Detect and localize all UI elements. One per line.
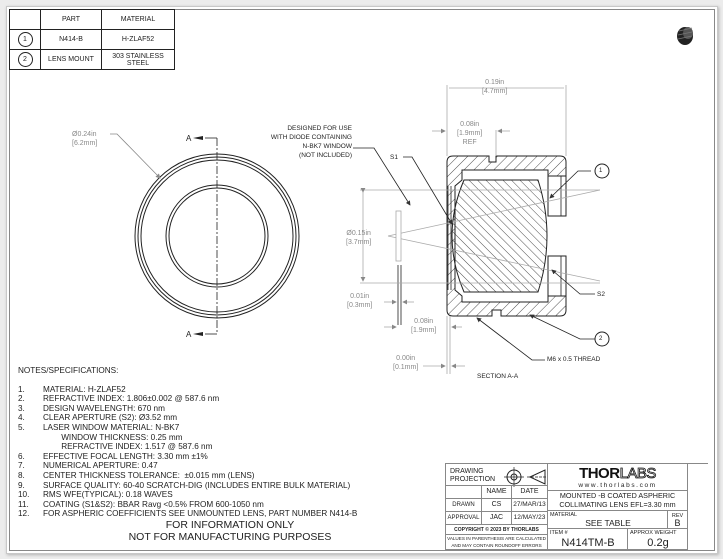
note-item: 6. EFFECTIVE FOCAL LENGTH: 3.30 mm ±1%	[18, 452, 357, 462]
note-number: 2.	[18, 394, 25, 404]
table-row: 1 N414-B H-ZLAF52	[9, 29, 175, 50]
section-title: SECTION A-A	[477, 373, 519, 380]
note-number	[18, 442, 43, 452]
window-dim: 0.01in [0.3mm]	[347, 293, 373, 309]
balloon-2: 2	[17, 52, 33, 67]
section-label-bottom: A	[186, 330, 192, 339]
note-number: 12.	[18, 509, 30, 519]
note-item: 7. NUMERICAL APERTURE: 0.47	[18, 461, 357, 471]
date-header: DATE	[512, 486, 548, 499]
note-item: REFRACTIVE INDEX: 1.517 @ 587.6 nm	[18, 442, 357, 452]
copyright: COPYRIGHT © 2023 BY THORLABS	[446, 525, 548, 535]
note-number: 6.	[18, 451, 25, 461]
drawing-frame	[9, 9, 715, 551]
part-material: 303 STAINLESS STEEL	[101, 49, 175, 70]
note-number: 8.	[18, 470, 25, 480]
note-number: 3.	[18, 403, 25, 413]
note-number: 5.	[18, 422, 25, 432]
note-text: SURFACE QUALITY: 60-40 SCRATCH-DIG (INCL…	[43, 480, 351, 490]
name-header: NAME	[482, 486, 512, 499]
part-name: LENS MOUNT	[40, 49, 102, 70]
title-block: DRAWING PROJECTION NAME DATE DRAWN CS 27…	[445, 463, 708, 550]
note-item: 5. LASER WINDOW MATERIAL: N-BK7	[18, 423, 357, 433]
note-text: CENTER THICKNESS TOLERANCE: ±0.015 mm (L…	[43, 470, 255, 480]
note-text: LASER WINDOW MATERIAL: N-BK7	[43, 422, 180, 432]
section-label-top: A	[186, 134, 192, 143]
balloon-1: 1	[17, 32, 33, 47]
gap-dim: 0.08in [1.9mm]	[411, 318, 437, 334]
note-text: CLEAR APERTURE (S2): Ø3.52 mm	[43, 413, 178, 423]
disclaimer: FOR INFORMATION ONLY NOT FOR MANUFACTURI…	[128, 519, 332, 543]
balloon-2-label: 2	[599, 336, 603, 342]
approval-name: JAC	[482, 512, 512, 525]
drawn-label: DRAWN	[446, 499, 482, 512]
section-view	[353, 85, 610, 374]
drawn-date: 27/MAR/13	[512, 499, 548, 512]
front-diameter-dim: Ø0.24in [6.2mm]	[72, 131, 98, 147]
note-item: 10. RMS WFE(TYPICAL): 0.18 WAVES	[18, 490, 357, 500]
table-row: 2 LENS MOUNT 303 STAINLESS STEEL	[9, 49, 175, 70]
note-text: WINDOW THICKNESS: 0.25 mm	[43, 432, 183, 442]
note-item: 9. SURFACE QUALITY: 60-40 SCRATCH-DIG (IN…	[18, 481, 357, 491]
note-item: 8. CENTER THICKNESS TOLERANCE: ±0.015 mm …	[18, 471, 357, 481]
note-number: 10.	[18, 490, 30, 500]
s2-label: S2	[597, 291, 605, 298]
note-item: 3. DESIGN WAVELENGTH: 670 nm	[18, 404, 357, 414]
note-text: COATING (S1&S2): BBAR Ravg <0.5% FROM 60…	[43, 499, 264, 509]
note-item: 2. REFRACTIVE INDEX: 1.806±0.002 @ 587.6 …	[18, 394, 357, 404]
projection-cell: DRAWING PROJECTION	[446, 464, 548, 486]
note-text: EFFECTIVE FOCAL LENGTH: 3.30 mm ±1%	[43, 451, 208, 461]
note-text: RMS WFE(TYPICAL): 0.18 WAVES	[43, 490, 173, 500]
logo-labs: LABS	[619, 465, 657, 483]
notes-list: 1. MATERIAL: H-ZLAF52 2. REFRACTIVE INDEX: …	[18, 385, 357, 519]
item-cell: ITEM # N414TM-B	[548, 529, 628, 550]
rev-cell: REV B	[668, 511, 688, 529]
note-item: 4. CLEAR APERTURE (S2): Ø3.52 mm	[18, 413, 357, 423]
balloon-1-label: 1	[599, 168, 603, 174]
notes-heading: NOTES/SPECIFICATIONS:	[18, 366, 119, 375]
note-number: 9.	[18, 480, 25, 490]
thread-label: M6 x 0.5 THREAD	[547, 356, 601, 363]
note-item: WINDOW THICKNESS: 0.25 mm	[18, 433, 357, 443]
section-balloon-1	[594, 163, 610, 179]
note-text: NUMERICAL APERTURE: 0.47	[43, 461, 158, 471]
section-balloon-2	[594, 331, 610, 347]
note-text: REFRACTIVE INDEX: 1.517 @ 587.6 nm	[43, 442, 213, 452]
note-text: REFRACTIVE INDEX: 1.806±0.002 @ 587.6 nm	[43, 394, 220, 404]
approval-date: 12/MAY/23	[512, 512, 548, 525]
drawn-name: CS	[482, 499, 512, 512]
notes-section: NOTES/SPECIFICATIONS: 1. MATERIAL: H-ZLAF…	[18, 366, 357, 519]
front-view	[110, 133, 300, 336]
ref-dim: 0.08in [1.9mm] REF	[457, 121, 483, 146]
website: www.thorlabs.com	[578, 482, 657, 489]
note-number	[18, 433, 43, 443]
aperture-dim: Ø0.15in [3.7mm]	[346, 230, 372, 246]
approval-label: APPROVAL	[446, 512, 482, 525]
design-note: DESIGNED FOR USE WITH DIODE CONTAINING N…	[270, 125, 352, 159]
part-3d-thumbnail-icon	[677, 27, 693, 45]
weight-cell: APPROX WEIGHT 0.2g	[628, 529, 688, 550]
note-item: 12. FOR ASPHERIC COEFFICIENTS SEE UNMOUNT…	[18, 509, 357, 519]
part-description: MOUNTED -B COATED ASPHERIC COLLIMATING L…	[548, 491, 688, 511]
note-number: 1.	[18, 384, 25, 394]
note-item: 11. COATING (S1&S2): BBAR Ravg <0.5% FROM…	[18, 500, 357, 510]
note-number: 11.	[18, 499, 29, 509]
s1-label: S1	[390, 154, 398, 161]
offset-dim: 0.00in [0.1mm]	[393, 355, 419, 371]
logo-thor: THOR	[579, 465, 620, 482]
parts-table: PART MATERIAL 1 N414-B H-ZLAF52 2 LENS M…	[9, 9, 175, 70]
projection-symbol-icon	[504, 467, 548, 487]
thorlabs-logo: THORLABS www.thorlabs.com	[548, 464, 688, 491]
note-item: 1. MATERIAL: H-ZLAF52	[18, 385, 357, 395]
note-number: 4.	[18, 413, 25, 423]
note-text: MATERIAL: H-ZLAF52	[43, 384, 126, 394]
note-number: 7.	[18, 461, 25, 471]
note-text: DESIGN WAVELENGTH: 670 nm	[43, 403, 165, 413]
note-text: FOR ASPHERIC COEFFICIENTS SEE UNMOUNTED …	[43, 509, 358, 519]
material-cell: MATERIAL SEE TABLE	[548, 511, 668, 529]
values-note: VALUES IN PARENTHESIS ARE CALCULATED AND…	[446, 535, 548, 550]
overall-length-dim: 0.19in [4.7mm]	[482, 79, 508, 95]
